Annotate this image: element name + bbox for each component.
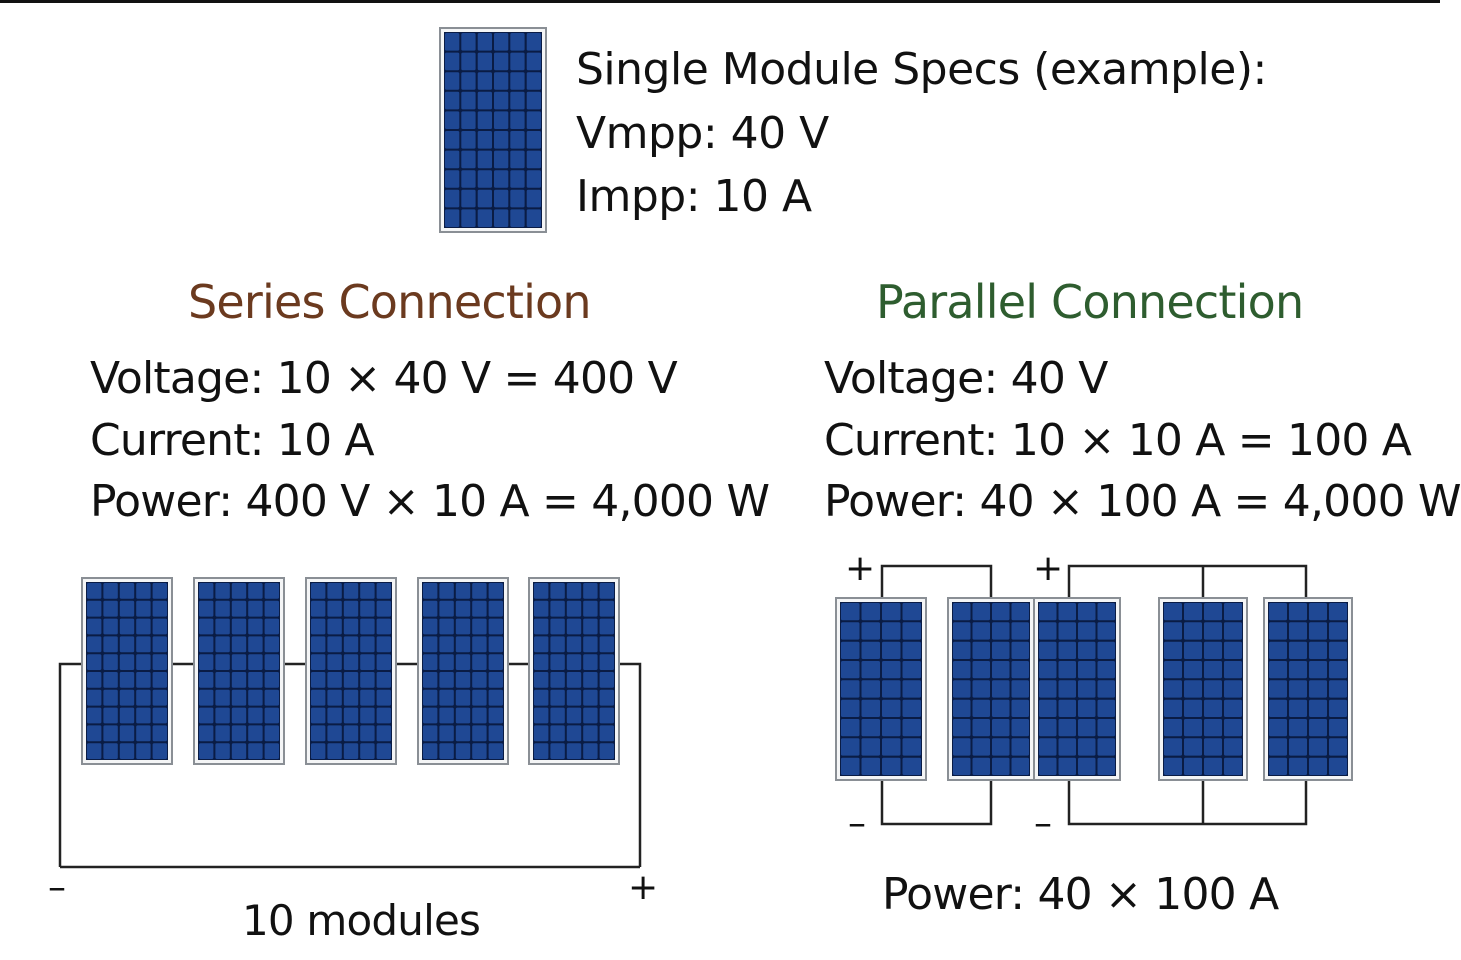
spec-title: Single Module Specs (example): [576,44,1267,95]
series-voltage: Voltage: 10 × 40 V = 400 V [90,353,678,404]
parallel-module-5 [1263,597,1353,781]
solar-panels [81,27,1353,781]
parallel-caption: Power: 40 × 100 A [882,869,1279,920]
series-module-3 [305,577,397,765]
series-heading: Series Connection [188,275,592,329]
parallel-power: Power: 40 × 100 A = 4,000 W [824,476,1461,527]
parallel-module-3 [1033,597,1121,781]
parallel-module-1 [835,597,927,781]
series-module-1 [81,577,173,765]
series-module-2 [193,577,285,765]
parallel-right-negative-bus [1067,780,1308,826]
parallel-negative-terminal-right: – [1034,803,1052,844]
parallel-left-negative-bus [880,780,993,826]
series-module-4 [417,577,509,765]
parallel-positive-terminal-left: + [845,548,876,589]
parallel-current: Current: 10 × 10 A = 100 A [824,415,1412,466]
spec-impp: Impp: 10 A [576,171,812,222]
parallel-left-positive-bus [880,564,993,598]
parallel-voltage: Voltage: 40 V [824,353,1108,404]
series-negative-terminal: – [48,867,66,908]
series-current: Current: 10 A [90,415,375,466]
series-caption: 10 modules [242,896,481,945]
series-power: Power: 400 V × 10 A = 4,000 W [90,476,770,527]
spec-vmpp: Vmpp: 40 V [576,108,829,159]
parallel-heading: Parallel Connection [876,275,1304,329]
parallel-module-4 [1158,597,1248,781]
parallel-negative-terminal-left: – [848,803,866,844]
parallel-positive-terminal-right: + [1033,548,1064,589]
top-border [0,0,1440,3]
spec-module-icon [439,27,547,233]
series-module-5 [528,577,620,765]
parallel-right-positive-bus [1067,564,1308,598]
series-positive-terminal: + [628,867,659,908]
parallel-module-2 [947,597,1035,781]
